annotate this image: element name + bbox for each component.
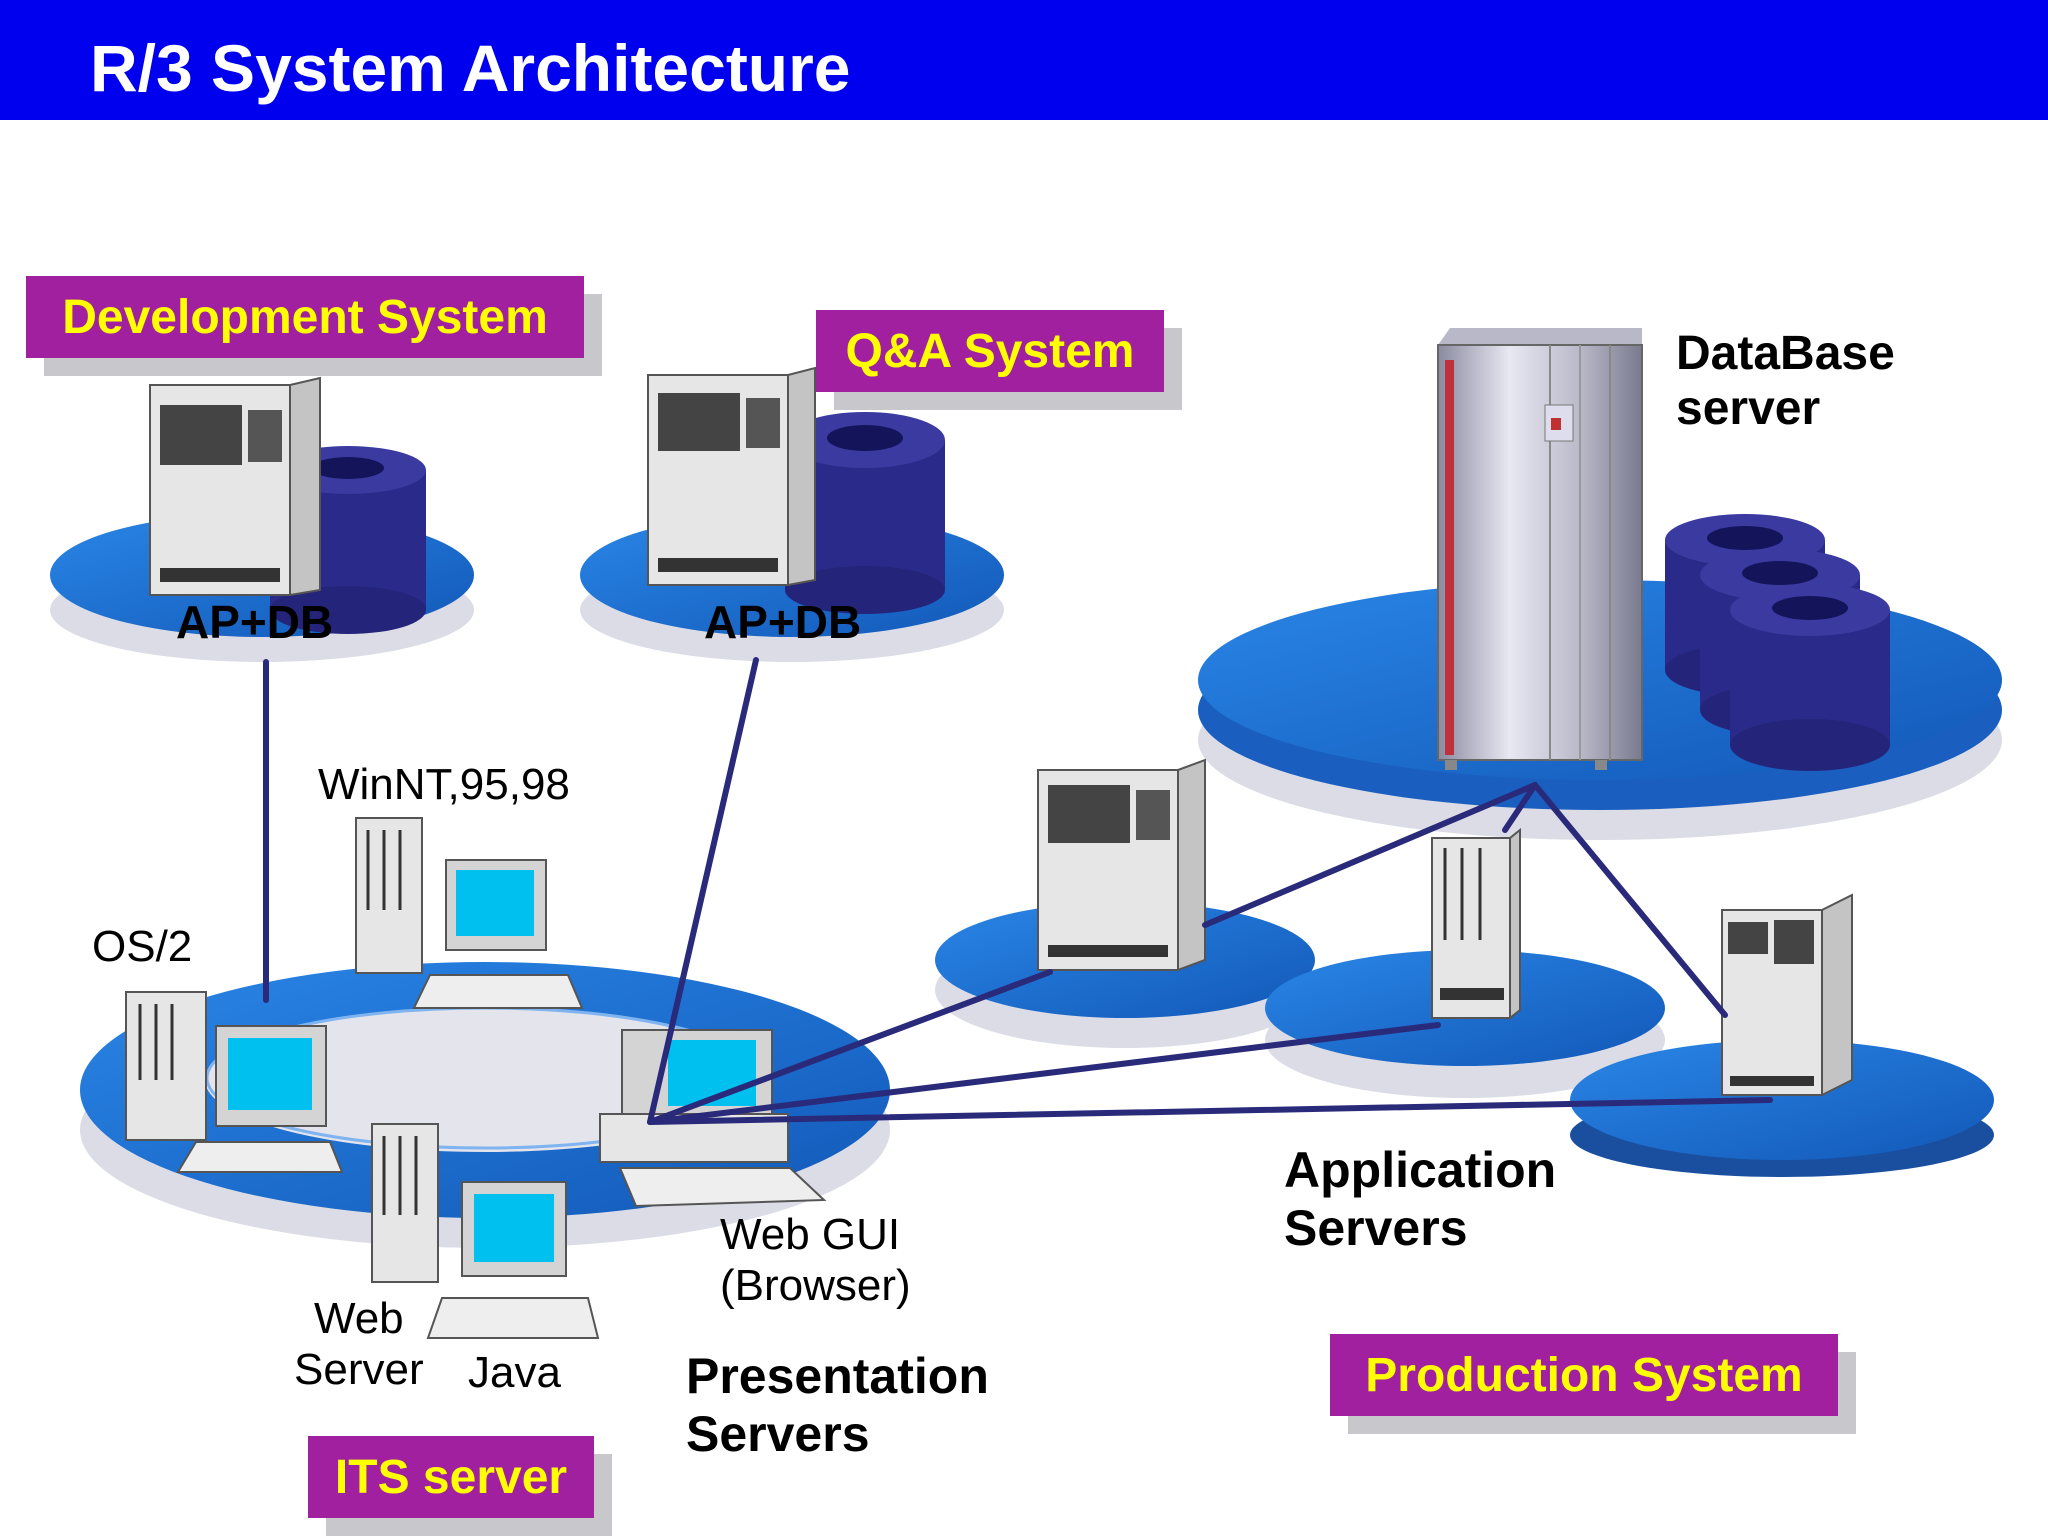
app-server-platform-3 (1570, 1040, 1994, 1177)
web-server-label: Web Server (294, 1294, 424, 1394)
app-server-1-icon (1037, 758, 1206, 972)
app-server-3-icon (1721, 893, 1853, 1097)
application-servers-label: Application Servers (1284, 1142, 1557, 1256)
qa-apdb-label: AP+DB (704, 596, 862, 648)
qa-server-icon (647, 366, 816, 587)
web-server-java-icon (371, 1123, 600, 1339)
mainframe-tower-icon (1437, 328, 1643, 770)
database-disk-icons (1665, 514, 1890, 771)
page-title: R/3 System Architecture (90, 31, 851, 105)
dev-apdb-label: AP+DB (176, 596, 334, 648)
database-server-label: DataBase server (1676, 327, 1895, 436)
development-server-icon (149, 376, 321, 597)
winnt-workstation-icon (355, 817, 584, 1009)
winnt-label: WinNT,95,98 (318, 760, 570, 809)
its-server-box: ITS server (308, 1436, 594, 1518)
java-label: Java (468, 1348, 561, 1397)
os2-label: OS/2 (92, 922, 193, 971)
header-bar (0, 0, 2048, 120)
network-connectors (263, 657, 1773, 1125)
presentation-servers-label: Presentation Servers (686, 1348, 989, 1462)
qa-system-box: Q&A System (816, 310, 1164, 392)
production-system-box: Production System (1330, 1334, 1838, 1416)
development-system-box: Development System (26, 276, 584, 358)
os2-workstation-icon (125, 991, 344, 1173)
qa-database-icon (785, 412, 945, 614)
web-gui-label: Web GUI (Browser) (720, 1210, 911, 1310)
app-server-2-icon (1431, 827, 1521, 1021)
